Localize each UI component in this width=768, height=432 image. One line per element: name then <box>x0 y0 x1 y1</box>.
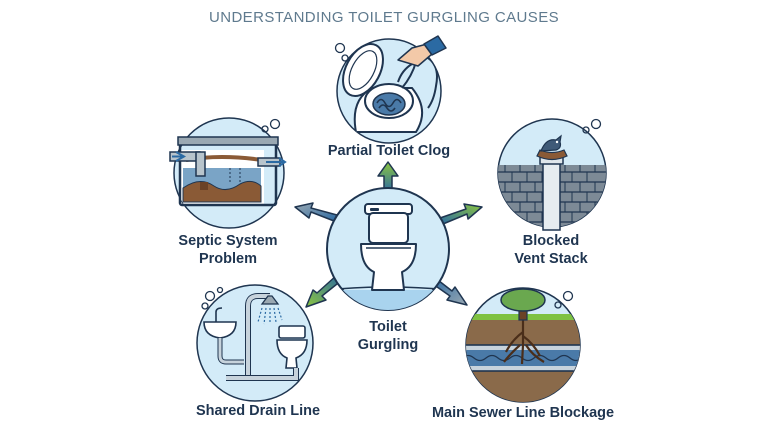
partial-clog-label: Partial Toilet Clog <box>328 143 450 159</box>
diagram-title: UNDERSTANDING TOILET GURGLING CAUSES <box>208 9 560 26</box>
vent-stack-icon <box>497 118 607 231</box>
center-label: Toilet Gurgling <box>358 319 418 353</box>
vent-stack-label: Blocked Vent Stack <box>514 233 588 267</box>
svg-text:Problem: Problem <box>199 251 257 267</box>
shared-drain-label: Shared Drain Line <box>196 403 320 419</box>
svg-text:Gurgling: Gurgling <box>358 337 418 353</box>
arrow-upper-left <box>294 202 338 222</box>
partial-clog-icon <box>334 35 447 144</box>
main-sewer-icon <box>465 287 581 403</box>
arrow-upper-right <box>439 203 483 225</box>
svg-text:Septic System: Septic System <box>178 233 277 249</box>
septic-system-icon <box>169 117 287 229</box>
svg-text:Blocked: Blocked <box>523 233 579 249</box>
center-toilet-icon <box>326 187 450 311</box>
septic-system-label: Septic System Problem <box>178 233 277 267</box>
main-sewer-label: Main Sewer Line Blockage <box>432 405 614 421</box>
svg-text:Vent Stack: Vent Stack <box>514 251 588 267</box>
svg-text:Toilet: Toilet <box>369 319 407 335</box>
shared-drain-icon <box>196 284 314 402</box>
